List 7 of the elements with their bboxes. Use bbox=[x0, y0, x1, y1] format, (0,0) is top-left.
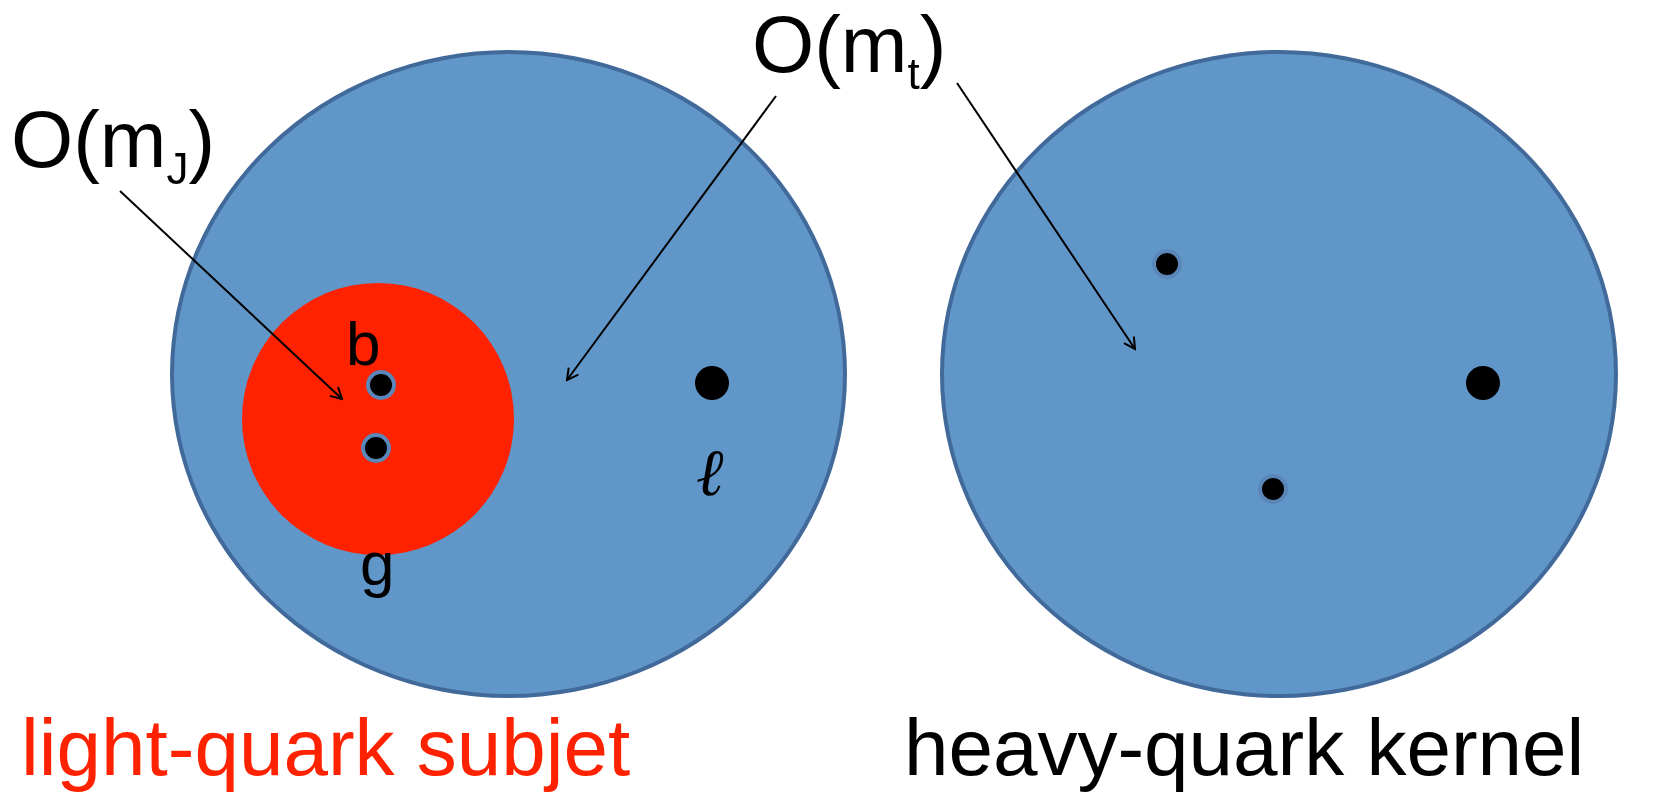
leader-arrow bbox=[956, 82, 1136, 350]
scale-label: O(m$_{J}$) bbox=[11, 100, 216, 191]
scale-label: O(m$_{t}$) bbox=[752, 5, 947, 96]
leader-arrow bbox=[119, 190, 343, 400]
particle-label: b bbox=[346, 313, 381, 375]
leader-arrow bbox=[566, 95, 777, 381]
lepton-label: ℓ bbox=[696, 440, 724, 506]
